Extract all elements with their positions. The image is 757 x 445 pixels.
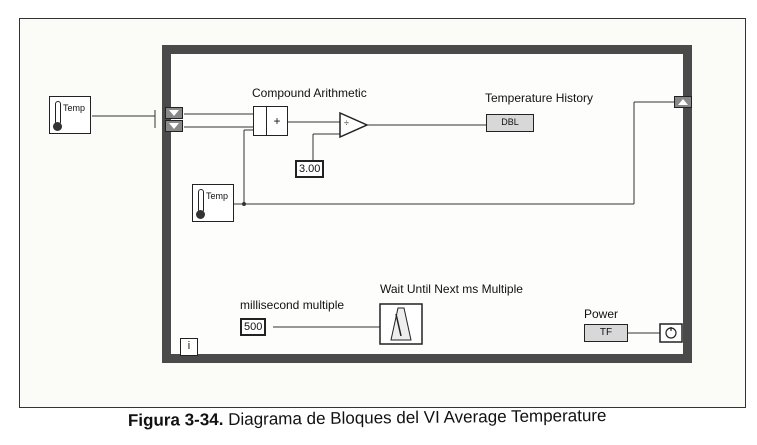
shift-register-left-1 <box>165 107 183 119</box>
caption-prefix: Figura 3-34. <box>127 410 224 430</box>
thermometer-icon <box>196 189 205 219</box>
temperature-history-indicator: DBL <box>486 114 534 132</box>
temp-inner-label: Temp <box>206 191 229 201</box>
temperature-history-label: Temperature History <box>485 91 594 105</box>
shift-register-left-2 <box>165 120 183 132</box>
divide-node <box>339 111 369 139</box>
compound-arithmetic-label: Compound Arithmetic <box>252 86 367 100</box>
shift-register-right <box>674 96 692 108</box>
millisecond-multiple-label: millisecond multiple <box>240 298 345 312</box>
metronome-icon <box>379 303 423 345</box>
temp-outer-icon: Temp <box>49 96 91 134</box>
thermometer-icon <box>53 101 62 131</box>
temp-inner-icon: Temp <box>192 184 234 222</box>
temp-outer-label: Temp <box>63 103 86 113</box>
power-label: Power <box>584 307 619 321</box>
caption-text: Diagrama de Bloques del VI Average Tempe… <box>228 405 607 429</box>
ms-constant: 500 <box>240 318 267 336</box>
iteration-terminal: i <box>180 338 198 356</box>
compound-arithmetic-node: + <box>253 106 288 136</box>
stop-icon <box>659 323 683 343</box>
add-symbol: + <box>273 114 281 128</box>
power-indicator: TF <box>584 324 628 342</box>
divisor-constant: 3.00 <box>295 160 325 178</box>
divide-symbol: ÷ <box>344 118 349 128</box>
wait-until-next-label: Wait Until Next ms Multiple <box>380 282 523 296</box>
